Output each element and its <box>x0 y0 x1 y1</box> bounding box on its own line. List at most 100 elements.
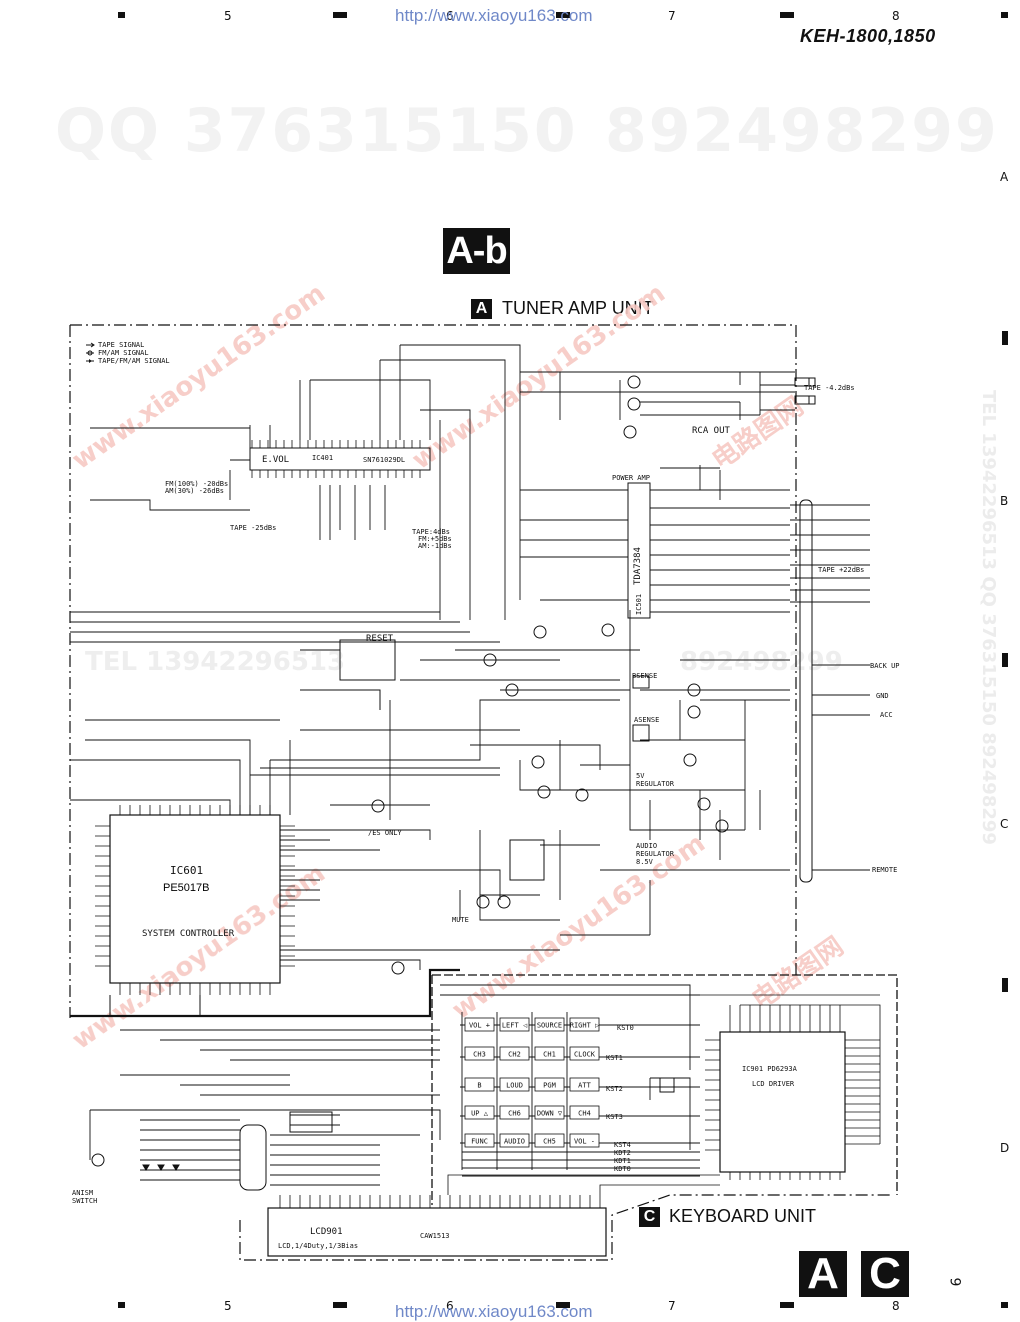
key-switch <box>534 1133 565 1148</box>
grid-mark <box>780 1302 794 1308</box>
key-line-kst4: KST4 <box>614 1141 631 1149</box>
column-number: 5 <box>224 9 232 23</box>
watermark-qq: 892498299 <box>605 96 999 166</box>
tape-rca-label: TAPE -4.2dBs <box>804 384 855 392</box>
grid-mark <box>556 12 570 18</box>
gnd-label: GND <box>876 692 889 700</box>
key-switch <box>499 1077 530 1092</box>
row-letter: D <box>1000 1141 1010 1155</box>
row-letter: B <box>1000 494 1009 508</box>
backup-label: BACK UP <box>870 662 900 670</box>
svg-text:电路图网: 电路图网 <box>746 931 849 1016</box>
tape-level-2a: TAPE:4dBs <box>412 528 450 536</box>
row-mark <box>1002 653 1008 667</box>
key-line-kst2: KST2 <box>606 1085 623 1093</box>
key-switch <box>534 1046 565 1061</box>
grid-mark <box>1001 12 1008 18</box>
key-label: B <box>477 1082 481 1090</box>
transistors <box>91 375 729 1167</box>
model-name: KEH-1800,1850 <box>800 26 936 46</box>
key-switch <box>464 1105 495 1120</box>
key-label: UP △ <box>471 1110 489 1118</box>
key-label: CLOCK <box>574 1051 596 1059</box>
footer-url[interactable]: http://www.xiaoyu163.com <box>395 1302 593 1321</box>
header-url[interactable]: http://www.xiaoyu163.com <box>395 6 593 25</box>
legend-tape: TAPE SIGNAL <box>98 341 144 349</box>
middle-wiring <box>70 610 790 970</box>
lcd-duty-label: LCD,1/4Duty,1/3Bias <box>278 1242 358 1250</box>
key-switch <box>569 1046 600 1061</box>
column-number: 7 <box>668 1299 676 1313</box>
key-label: LOUD <box>506 1082 523 1090</box>
legend: TAPE SIGNAL FM/AM SIGNAL TAPE/FM/AM SIGN… <box>86 341 170 365</box>
rca-out-label: RCA OUT <box>692 426 731 436</box>
key-label: LEFT ◁ <box>502 1022 527 1030</box>
corner-badge-a: A <box>799 1251 847 1297</box>
key-switch <box>499 1105 530 1120</box>
key-switch <box>464 1046 495 1061</box>
tuner-amp-unit-title: TUNER AMP UNIT <box>502 298 654 318</box>
key-line-kdt0: KDT0 <box>614 1165 631 1173</box>
key-switch <box>534 1105 565 1120</box>
ic501-power-amp <box>627 482 651 619</box>
reset-label: RESET <box>366 634 394 644</box>
watermark-qq: QQ 376315150 <box>55 96 578 166</box>
watermark-layer: www.xiaoyu163.com www.xiaoyu163.com 电路图网… <box>67 278 849 1055</box>
watermark-tel: TEL 13942296513 QQ 376315150 892498299 <box>978 390 999 845</box>
grid-mark <box>118 12 125 18</box>
ic901-label: IC901 PD6293A <box>742 1065 798 1073</box>
key-line-kdt2: KDT2 <box>614 1149 631 1157</box>
speaker-connector <box>799 499 870 883</box>
key-line-kst0: KST0 <box>617 1024 634 1032</box>
grid-mark <box>1001 1302 1008 1308</box>
power-amp-label: POWER AMP <box>612 474 650 482</box>
rca-jacks <box>760 371 816 411</box>
key-switch <box>569 1017 600 1032</box>
key-matrix-lines <box>460 1012 700 1177</box>
legend-tapefmam: TAPE/FM/AM SIGNAL <box>98 357 170 365</box>
main-bus <box>70 968 460 1018</box>
key-label: VOL - <box>574 1138 595 1146</box>
key-label: FUNC <box>471 1138 488 1146</box>
reset-block <box>300 639 396 710</box>
lower-wiring <box>89 984 700 1186</box>
es-only-label: /ES ONLY <box>368 829 403 837</box>
row-letter: C <box>1000 817 1009 831</box>
evol-label: E.VOL <box>262 455 289 465</box>
row-letter: A <box>1000 170 1009 184</box>
mute-label: MUTE <box>452 916 469 924</box>
ic601-part: PE5017B <box>163 882 209 894</box>
ic401-evol <box>249 440 431 478</box>
key-line-kst1: KST1 <box>606 1054 623 1062</box>
svg-text:TEL 13942296513: TEL 13942296513 <box>85 647 345 677</box>
row-mark <box>1002 978 1008 992</box>
regulator-5v-label: 5V <box>636 772 645 780</box>
key-switch <box>464 1017 495 1032</box>
key-label: ATT <box>578 1082 591 1090</box>
unit-badge-c: C <box>639 1207 660 1227</box>
key-label: CH3 <box>473 1051 486 1059</box>
legend-fmam: FM/AM SIGNAL <box>98 349 149 357</box>
key-label: SOURCE <box>537 1022 562 1030</box>
column-number: 6 <box>446 1299 454 1313</box>
tape-22-label: TAPE +22dBs <box>818 566 864 574</box>
am-level: AM(30%) -26dBs <box>165 487 224 495</box>
bsense-label: BSENSE <box>632 672 657 680</box>
audio-reg-label2: REGULATOR <box>636 850 675 858</box>
remote-label: REMOTE <box>872 866 897 874</box>
audio-reg-label: AUDIO <box>636 842 657 850</box>
column-number: 5 <box>224 1299 232 1313</box>
mech-switch-label2: SWITCH <box>72 1197 97 1205</box>
key-label: CH6 <box>508 1110 521 1118</box>
tape-level: TAPE -25dBs <box>230 524 276 532</box>
tape-level-2b: FM:+5dBs <box>418 535 452 543</box>
sysctrl-label: SYSTEM CONTROLLER <box>142 929 235 939</box>
key-switch <box>534 1077 565 1092</box>
corner-badge-c: C <box>861 1251 909 1297</box>
lcd-driver-label: LCD DRIVER <box>752 1080 795 1088</box>
regulator-5v-label2: REGULATOR <box>636 780 675 788</box>
key-switch <box>534 1017 565 1032</box>
key-label: VOL + <box>469 1022 490 1030</box>
keyboard-unit-boundary <box>431 974 898 1205</box>
